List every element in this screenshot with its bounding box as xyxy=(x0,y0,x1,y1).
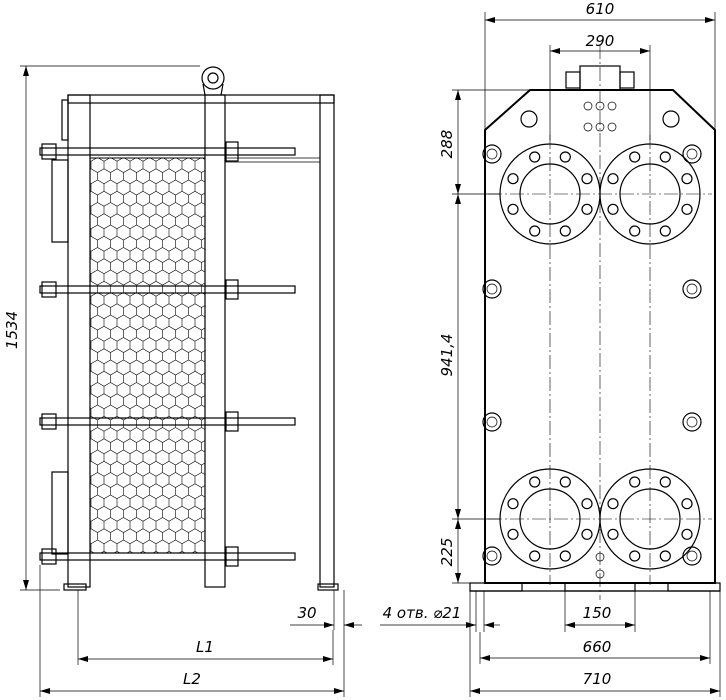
flange-bolt xyxy=(529,476,541,488)
holes-note: 4 отв. ⌀21 xyxy=(383,604,462,622)
pressure-plate xyxy=(204,94,226,588)
flange-bolt xyxy=(629,476,641,488)
flange-bolt xyxy=(559,476,571,488)
plate-pack xyxy=(89,157,206,554)
support-column xyxy=(319,94,335,588)
flange-bolt xyxy=(507,498,519,510)
flange-bolts xyxy=(507,151,693,562)
dim-l1: L1 xyxy=(196,638,214,656)
flange-bolt xyxy=(629,151,641,163)
dim-bottom-offset: 225 xyxy=(438,538,456,567)
foot-right xyxy=(317,583,339,591)
side-bolts xyxy=(482,144,702,566)
side-nozzles xyxy=(51,99,69,555)
front-view: 610 290 288 941,4 225 4 отв. ⌀21 150 660 xyxy=(380,0,721,697)
base-foot-left xyxy=(469,582,523,592)
foot-left xyxy=(63,583,87,591)
flange-bolt xyxy=(507,173,519,185)
dim-overall-height: 1534 xyxy=(3,311,21,349)
dim-top-offset: 288 xyxy=(438,130,456,159)
flange-bolt xyxy=(607,528,619,540)
flange-bolt xyxy=(681,498,693,510)
flange-bolt xyxy=(659,550,671,562)
flange-bolt xyxy=(529,225,541,237)
flange-bolt xyxy=(681,528,693,540)
flange-bolt xyxy=(659,225,671,237)
top-small-holes xyxy=(583,101,617,132)
flange-bolt xyxy=(559,225,571,237)
flange-bolt xyxy=(629,225,641,237)
dim-base-width: 710 xyxy=(583,670,612,688)
flange-bolt xyxy=(559,151,571,163)
flange-bolt xyxy=(681,173,693,185)
lifting-eye xyxy=(201,66,225,96)
dim-foot-slot: 150 xyxy=(583,604,612,622)
dim-top-width: 610 xyxy=(586,0,615,18)
top-carrying-bar xyxy=(67,94,335,104)
dim-base-holes: 660 xyxy=(583,638,612,656)
flange-bolt xyxy=(607,498,619,510)
fixed-plate xyxy=(67,94,91,588)
flange-bolt xyxy=(607,173,619,185)
flange-bolt xyxy=(681,203,693,215)
dim-l2: L2 xyxy=(183,670,201,688)
flange-bolt xyxy=(659,476,671,488)
flange-bolt xyxy=(529,151,541,163)
flange-bolt xyxy=(507,528,519,540)
base-foot-right xyxy=(667,582,721,592)
side-view: 1534 30 L1 L2 xyxy=(3,65,362,697)
tie-rods xyxy=(39,141,296,567)
dim-port-spacing: 290 xyxy=(586,32,615,50)
flange-bolt xyxy=(629,550,641,562)
dim-foot-extra: 30 xyxy=(297,604,316,622)
flange-bolt xyxy=(529,550,541,562)
flange-bolt xyxy=(581,173,593,185)
flange-bolt xyxy=(607,203,619,215)
flange-bolt xyxy=(507,203,519,215)
flange-bolt xyxy=(559,550,571,562)
flange-bolt xyxy=(659,151,671,163)
flange-bolt xyxy=(581,203,593,215)
dim-port-vertical: 941,4 xyxy=(438,334,456,377)
flange-bolt xyxy=(581,528,593,540)
flange-bolt xyxy=(581,498,593,510)
